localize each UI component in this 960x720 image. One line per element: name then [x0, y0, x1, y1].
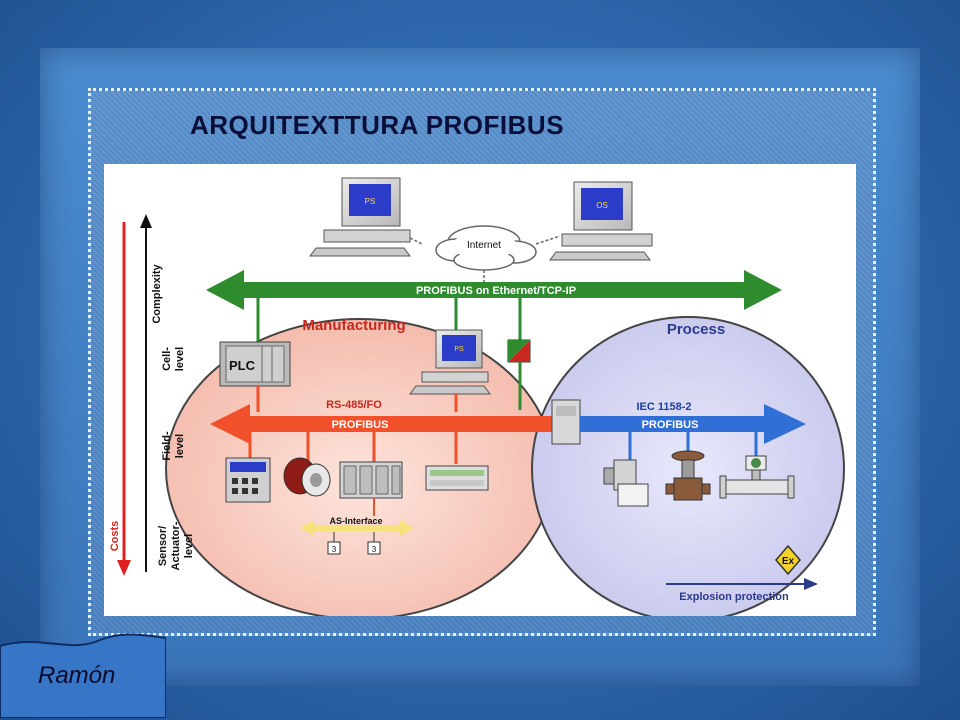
workstation-center: PS: [409, 329, 491, 395]
workstation-right: OS: [549, 181, 653, 261]
svg-text:Field-: Field-: [161, 431, 173, 461]
flow-meter: [719, 455, 795, 499]
ethernet-bus-arrow: PROFIBUS on Ethernet/TCP-IP: [206, 270, 782, 310]
plc-label: PLC: [229, 358, 256, 373]
plc-unit: PLC: [219, 341, 291, 387]
internet-label: Internet: [467, 240, 501, 251]
segment-coupler: [551, 399, 581, 445]
pc-label: PS: [365, 197, 376, 206]
as-interface-label: AS-Interface: [329, 516, 382, 526]
internet-cloud: Internet: [435, 225, 537, 271]
svg-text:3: 3: [372, 545, 377, 554]
rs485-bus-label: PROFIBUS: [332, 419, 389, 431]
ethernet-gateway: [507, 339, 531, 363]
iec-bus-label: PROFIBUS: [642, 419, 699, 431]
svg-text:Sensor/: Sensor/: [157, 526, 169, 566]
costs-axis: [117, 222, 131, 576]
as-slave-device: 3: [367, 541, 381, 555]
as-interface-bus: AS-Interface: [300, 516, 414, 536]
explosion-protection-label: Explosion protection: [679, 591, 789, 603]
complexity-label: Complexity: [151, 263, 163, 323]
workstation-left: PS: [309, 177, 411, 257]
svg-text:level: level: [183, 534, 195, 558]
svg-text:Actuator-: Actuator-: [170, 521, 182, 570]
explosion-protection-arrow: Explosion protection: [666, 578, 818, 603]
svg-text:level: level: [174, 434, 186, 458]
svg-text:level: level: [174, 347, 186, 371]
profibus-diagram: Complexity Costs Cell- level Field- leve…: [104, 164, 856, 622]
remote-io-module: [339, 461, 403, 499]
iec-bus-arrow: IEC 1158-2 PROFIBUS: [580, 401, 806, 444]
svg-text:Cell-: Cell-: [161, 347, 173, 371]
pressure-transmitter: [603, 459, 649, 507]
io-terminal-block: [425, 465, 489, 491]
rs485-bus-arrow: RS-485/FO PROFIBUS: [210, 399, 552, 444]
ethernet-bus-label: PROFIBUS on Ethernet/TCP-IP: [416, 285, 576, 297]
cell-level-label: Cell- level: [161, 347, 186, 371]
slide-title: ARQUITEXTTURA PROFIBUS: [190, 110, 565, 140]
process-label: Process: [667, 321, 725, 338]
pc-label: OS: [596, 201, 608, 210]
ex-symbol: Ex: [775, 544, 801, 576]
pc-label: PS: [454, 346, 464, 353]
sensor-level-label: Sensor/ Actuator- level: [157, 521, 195, 570]
rs485-sublabel: RS-485/FO: [326, 399, 382, 411]
manufacturing-label: Manufacturing: [302, 317, 405, 334]
control-valve: [665, 450, 711, 501]
complexity-axis: [140, 214, 152, 572]
motor-drive: [283, 457, 331, 497]
iec-sublabel: IEC 1158-2: [636, 401, 691, 413]
svg-text:Ex: Ex: [782, 556, 795, 567]
operator-panel: [225, 457, 271, 503]
as-slave-device: 3: [327, 541, 341, 555]
svg-text:3: 3: [332, 545, 337, 554]
costs-label: Costs: [109, 521, 121, 552]
field-level-label: Field- level: [161, 431, 186, 461]
author-tag: Ramón: [0, 632, 166, 718]
author-name: Ramón: [38, 662, 116, 689]
